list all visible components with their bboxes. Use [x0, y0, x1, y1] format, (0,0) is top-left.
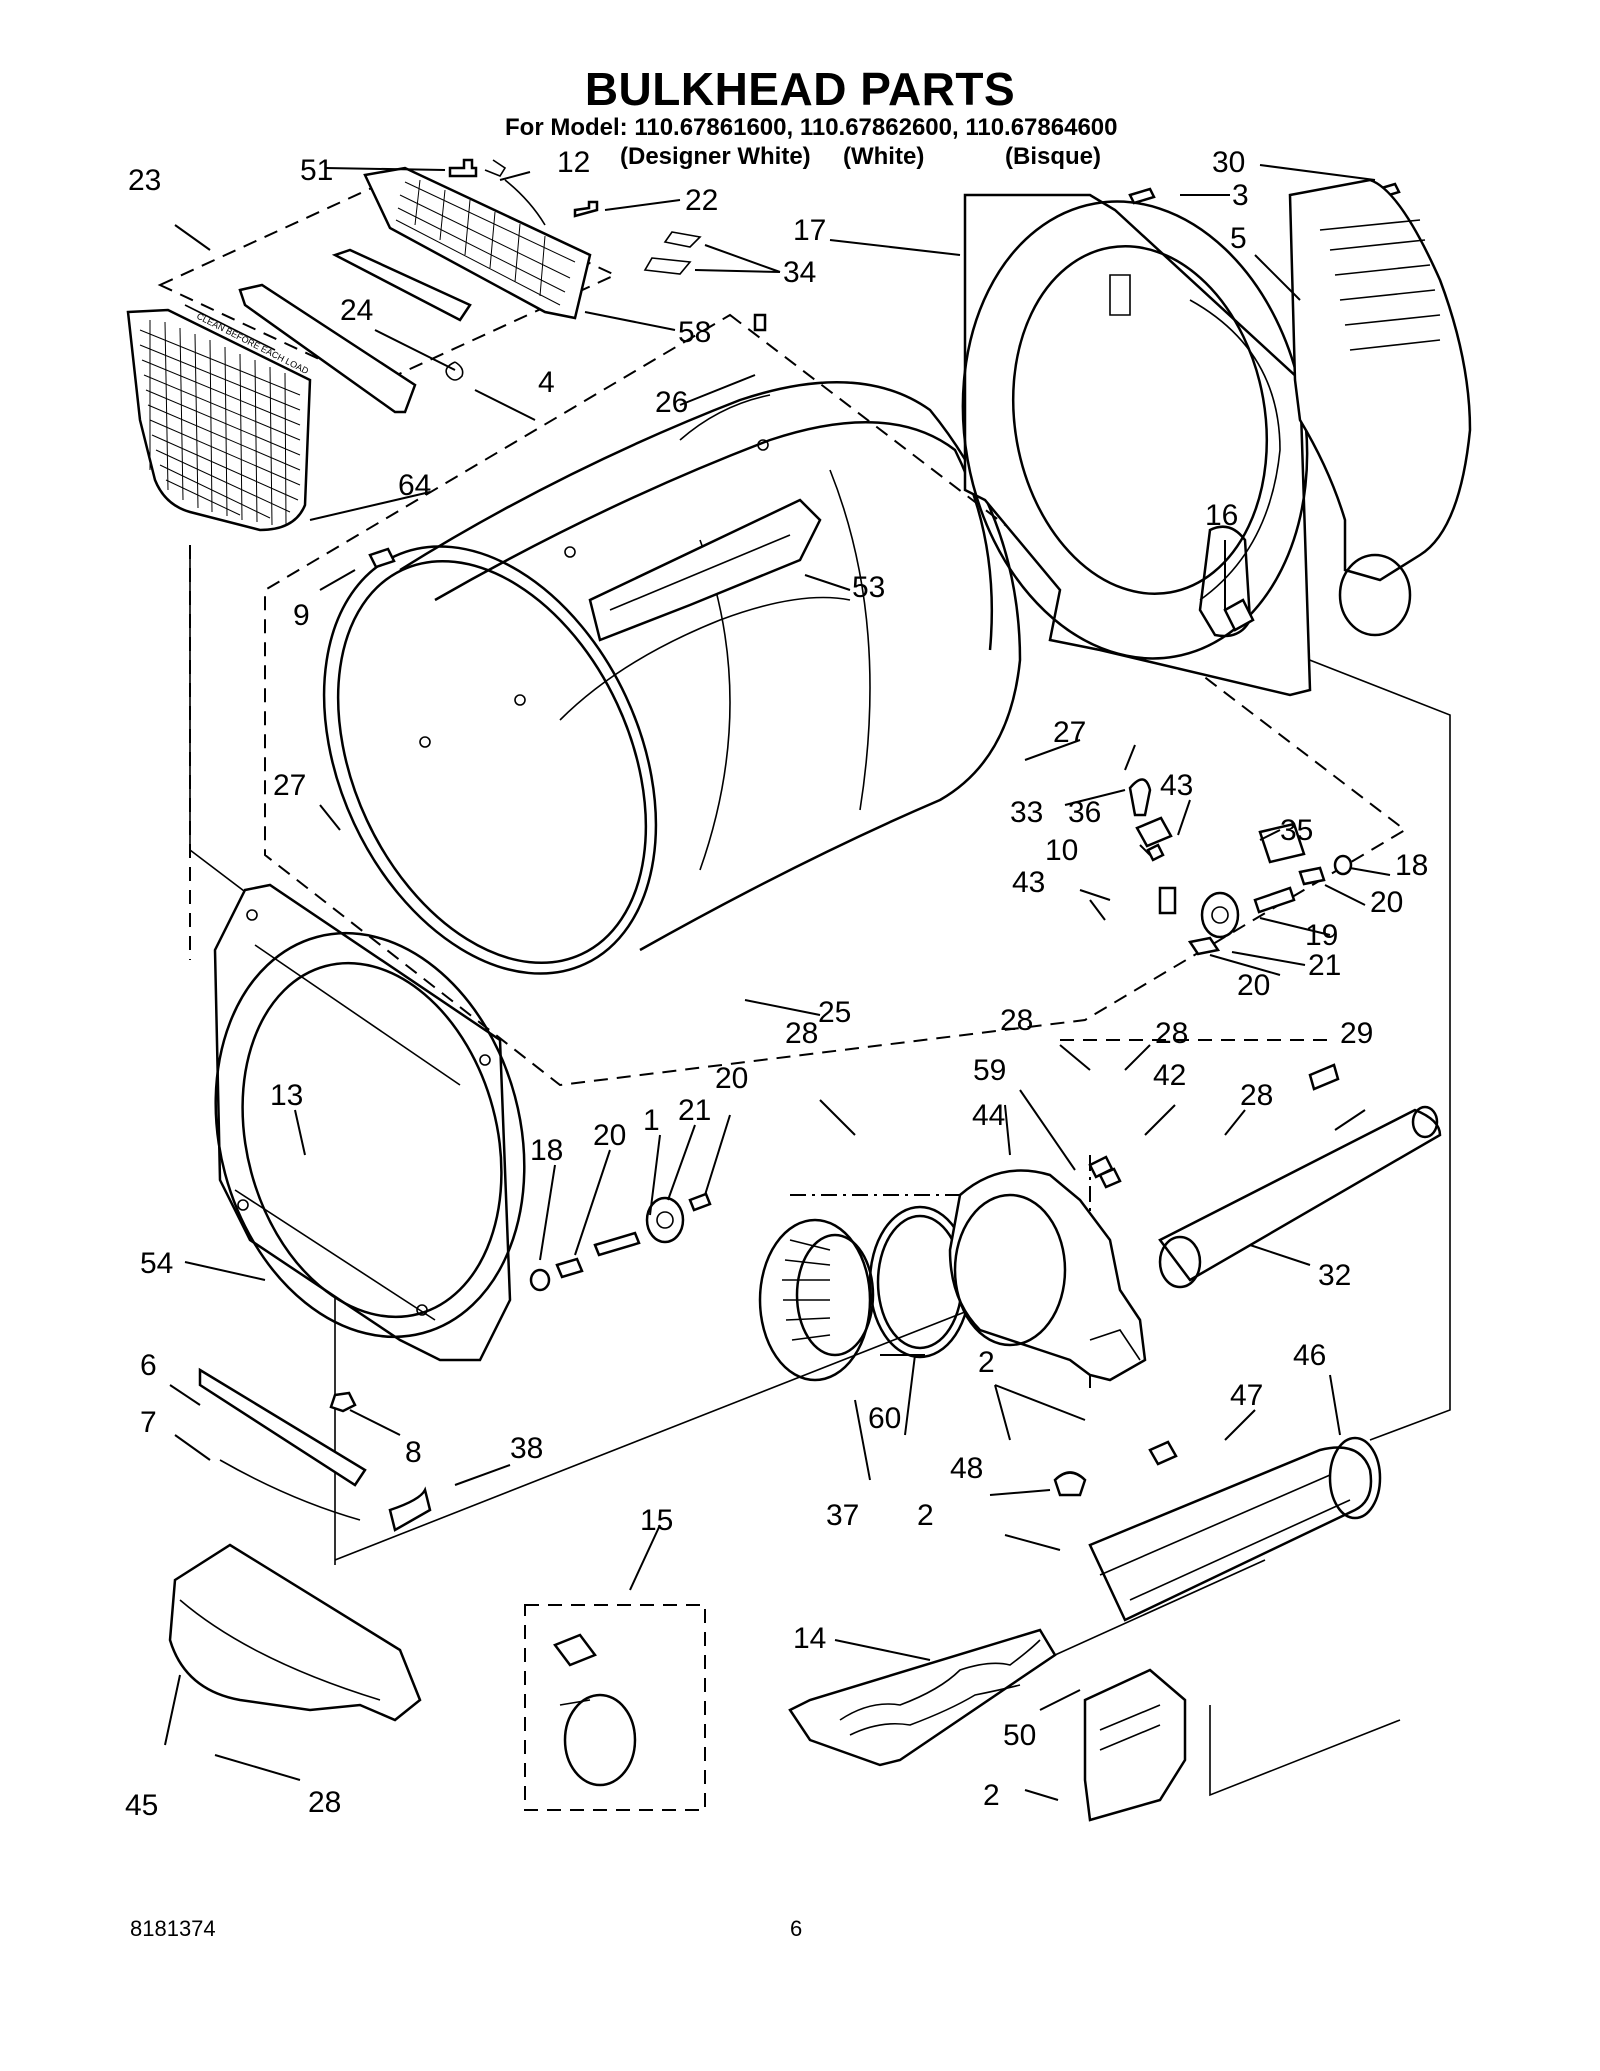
- callout-28-e: 28: [308, 1786, 341, 1819]
- callout-14: 14: [793, 1622, 826, 1655]
- callout-20-left-b: 20: [715, 1062, 748, 1095]
- callout-17: 17: [793, 214, 826, 247]
- front-duct-part: [168, 1543, 422, 1722]
- document-code: 8181374: [130, 1916, 216, 1941]
- callout-10: 10: [1045, 834, 1078, 867]
- variant-white: (White): [843, 143, 925, 170]
- callout-20-left-a: 20: [593, 1119, 626, 1152]
- drum-part: [322, 381, 1022, 975]
- callout-2-mid: 2: [917, 1499, 934, 1532]
- callout-28-b: 28: [1155, 1017, 1188, 1050]
- callout-28-a: 28: [1000, 1004, 1033, 1037]
- callout-24: 24: [340, 294, 373, 327]
- rear-bulkhead-part: [961, 193, 1312, 697]
- blower-wheel-part: [758, 1218, 875, 1382]
- variant-bisque: (Bisque): [1005, 143, 1101, 170]
- kit-15-parts: [553, 1633, 637, 1787]
- callout-2-bottom: 2: [983, 1779, 1000, 1812]
- callout-5: 5: [1230, 222, 1247, 255]
- callout-34: 34: [783, 256, 816, 289]
- kit-15-box: [524, 1604, 706, 1811]
- callout-18-left: 18: [530, 1134, 563, 1167]
- callout-36: 36: [1068, 796, 1101, 829]
- callout-15: 15: [640, 1504, 673, 1537]
- page-title: BULKHEAD PARTS: [584, 63, 1016, 115]
- alignment-line-heater: [1054, 1559, 1266, 1656]
- callout-23: 23: [128, 164, 161, 197]
- callout-18-right: 18: [1395, 849, 1428, 882]
- callout-16: 16: [1205, 499, 1238, 532]
- callout-27-left: 27: [273, 769, 306, 802]
- callout-7: 7: [140, 1406, 157, 1439]
- callout-47: 47: [1230, 1379, 1263, 1412]
- callout-20-lower: 20: [1237, 969, 1270, 1002]
- callout-43-top: 43: [1160, 769, 1193, 802]
- callout-1: 1: [643, 1104, 660, 1137]
- blower-housing-part: [948, 1155, 1147, 1382]
- screws-top: [448, 158, 1401, 332]
- callout-19: 19: [1305, 919, 1338, 952]
- callout-28-d: 28: [785, 1017, 818, 1050]
- callout-6: 6: [140, 1349, 157, 1382]
- callout-27-right: 27: [1053, 716, 1086, 749]
- callout-22: 22: [685, 184, 718, 217]
- heater-bracket-part: [1083, 1668, 1187, 1822]
- callout-13: 13: [270, 1079, 303, 1112]
- drum-group-outline: [264, 313, 1407, 1087]
- callout-8: 8: [405, 1436, 422, 1469]
- callout-59: 59: [973, 1054, 1006, 1087]
- callout-20-right: 20: [1370, 886, 1403, 919]
- alignment-line-bracket: [1209, 1705, 1401, 1797]
- callout-43-lower: 43: [1012, 866, 1045, 899]
- heater-element-part: [788, 1628, 1057, 1767]
- callout-numbers: 23 51 12 22 34 58 24 4 64 26 9 53 27 27 …: [125, 146, 1428, 1822]
- exhaust-duct-part: [1288, 178, 1472, 637]
- callout-21-right: 21: [1308, 949, 1341, 982]
- callout-46: 46: [1293, 1339, 1326, 1372]
- callout-4: 4: [538, 366, 555, 399]
- callout-28-c: 28: [1240, 1079, 1273, 1112]
- callout-29: 29: [1340, 1017, 1373, 1050]
- heater-housing-part: [1088, 1436, 1382, 1622]
- callout-42: 42: [1153, 1059, 1186, 1092]
- model-line: For Model: 110.67861600, 110.67862600, 1…: [505, 114, 1118, 141]
- callout-37: 37: [826, 1499, 859, 1532]
- misc-small-parts: [198, 547, 1340, 1532]
- callout-48: 48: [950, 1452, 983, 1485]
- exhaust-pipe-part: [1158, 1105, 1442, 1289]
- callout-54: 54: [140, 1247, 173, 1280]
- callout-32: 32: [1318, 1259, 1351, 1292]
- callout-3: 3: [1232, 179, 1249, 212]
- callout-12: 12: [557, 146, 590, 179]
- callout-2-top: 2: [978, 1346, 995, 1379]
- callout-33: 33: [1010, 796, 1043, 829]
- callout-38: 38: [510, 1432, 543, 1465]
- lint-housing-parts: [238, 159, 702, 414]
- alignment-line-right: [1079, 569, 1451, 1441]
- callout-44: 44: [972, 1099, 1005, 1132]
- leader-lines: [164, 164, 1391, 1801]
- callout-21-left: 21: [678, 1094, 711, 1127]
- callout-64: 64: [398, 469, 431, 502]
- callout-58: 58: [678, 316, 711, 349]
- front-bulkhead-part: [213, 883, 526, 1362]
- callout-26: 26: [655, 386, 688, 419]
- callout-53: 53: [852, 571, 885, 604]
- callout-30: 30: [1212, 146, 1245, 179]
- page-number: 6: [790, 1916, 803, 1941]
- callout-35: 35: [1280, 814, 1313, 847]
- callout-25: 25: [818, 996, 851, 1029]
- variant-designer-white: (Designer White): [620, 143, 811, 170]
- lint-screen-part: CLEAN BEFORE EACH LOAD: [126, 304, 312, 532]
- callout-45: 45: [125, 1789, 158, 1822]
- callout-60: 60: [868, 1402, 901, 1435]
- callout-51: 51: [300, 154, 333, 187]
- callout-9: 9: [293, 599, 310, 632]
- callout-50: 50: [1003, 1719, 1036, 1752]
- alignment-line-duct: [334, 1309, 971, 1561]
- front-bearing-parts: [329, 1192, 712, 1413]
